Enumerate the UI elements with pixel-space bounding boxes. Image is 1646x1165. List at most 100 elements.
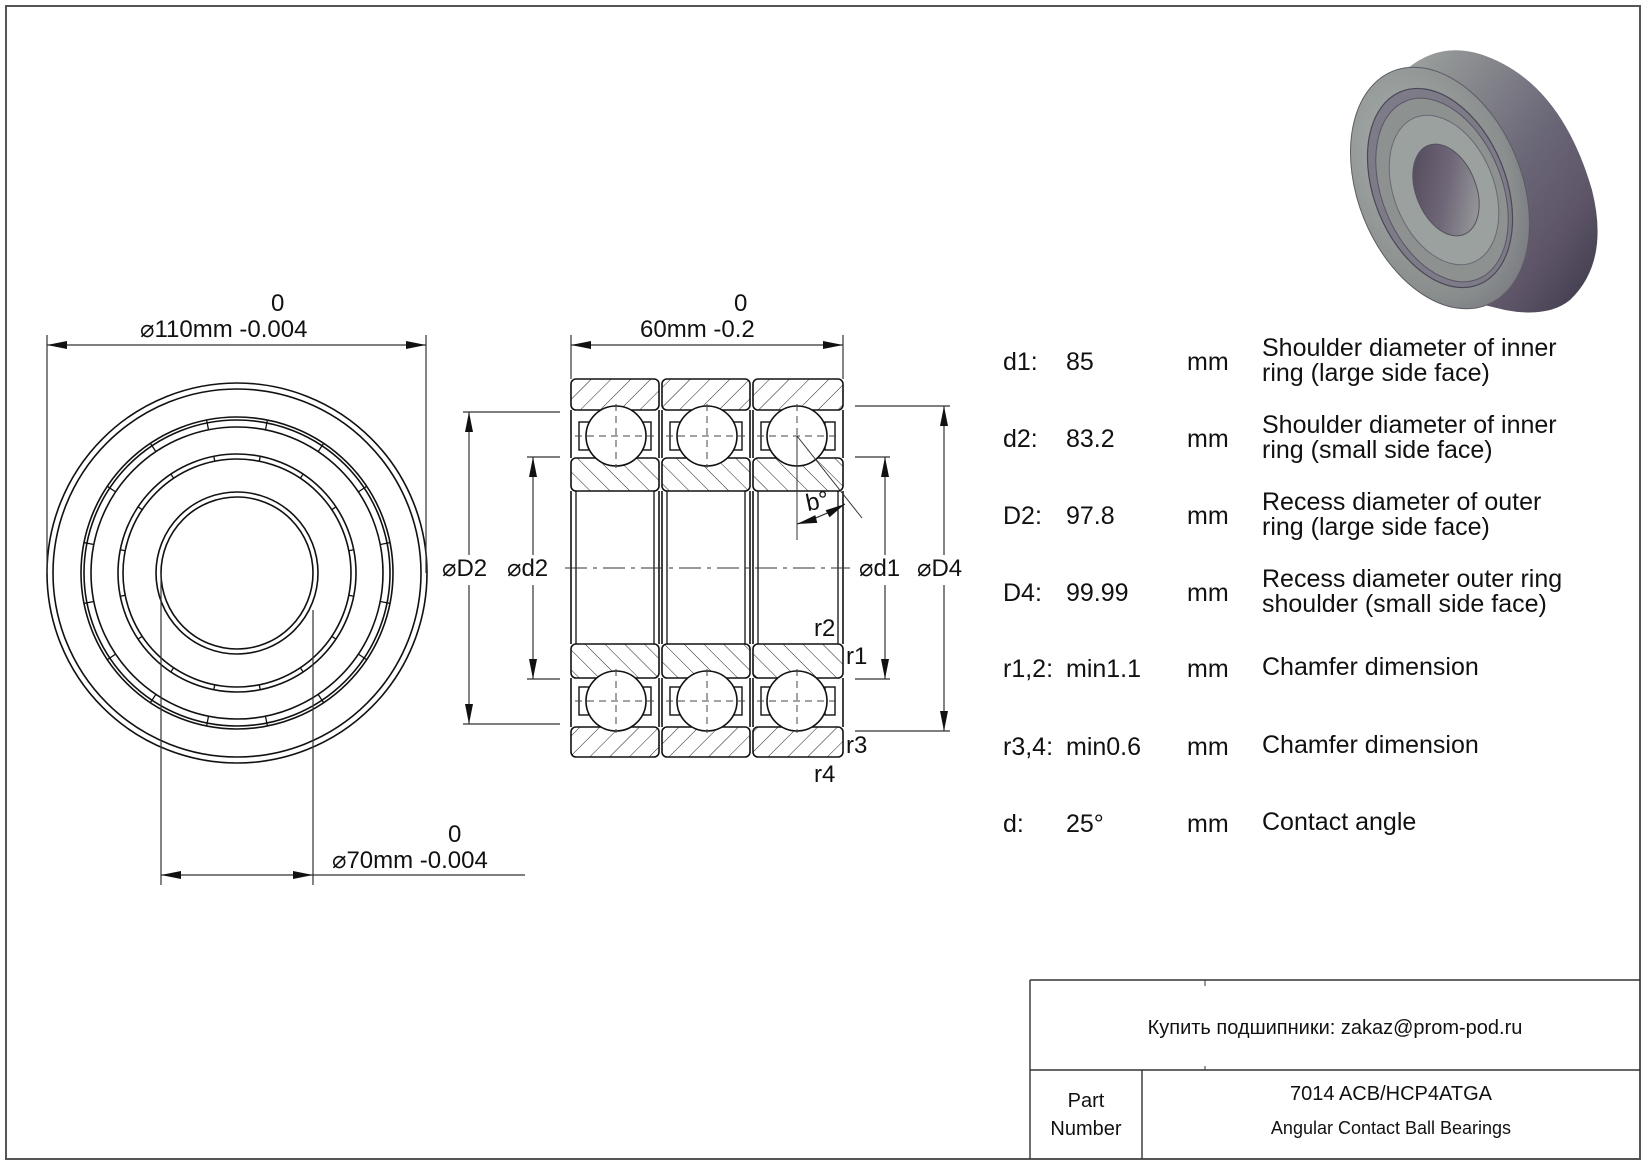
spec-key: D4: <box>1003 579 1042 607</box>
section-dimensions <box>463 335 950 732</box>
cage-pocket-tick <box>213 684 216 690</box>
cage-pocket-tick <box>170 473 175 479</box>
inner-ring-bore-chamfer <box>155 491 319 655</box>
d1-label: ⌀d1 <box>859 555 901 582</box>
spec-unit: mm <box>1187 425 1229 453</box>
part-label-line2: Number <box>1050 1118 1122 1140</box>
cage-pocket-tick <box>380 541 391 546</box>
width-dim-tolerance: 0 <box>734 290 748 317</box>
cage-pocket-tick <box>380 600 391 605</box>
r4-label: r4 <box>814 761 836 788</box>
diameter-symbol-icon: ⌀ <box>442 555 457 582</box>
spec-key: r1,2: <box>1003 655 1054 683</box>
inner-ring-shoulder <box>122 458 352 688</box>
contact-angle-line <box>796 435 863 519</box>
title-block <box>1029 979 1640 1159</box>
spec-key: d1: <box>1003 348 1038 376</box>
d2-text: d2 <box>521 555 549 582</box>
r2-label: r2 <box>814 615 836 642</box>
contact-angle-arc <box>796 503 846 525</box>
cage-inner <box>117 453 357 693</box>
cage-pocket-tick <box>149 694 157 704</box>
cage-pocket-tick <box>331 506 337 511</box>
spec-unit: mm <box>1187 502 1229 530</box>
spec-desc-line2: ring (large side face) <box>1262 513 1490 541</box>
d2-label: ⌀d2 <box>507 555 549 582</box>
front-dimensions <box>46 335 525 885</box>
cage-pocket-tick <box>106 653 116 661</box>
spec-value: 97.8 <box>1066 502 1115 530</box>
cage-pocket-tick <box>317 694 325 704</box>
d1-text: d1 <box>873 555 901 582</box>
spec-value: min1.1 <box>1066 655 1142 683</box>
spec-key: d: <box>1003 810 1024 838</box>
spec-unit: mm <box>1187 579 1229 607</box>
contact-angle-label: b° <box>803 485 832 518</box>
spec-desc-line1: Recess diameter outer ring <box>1262 565 1563 593</box>
outer-ring-shoulder-2 <box>83 419 391 727</box>
spec-desc-line2: ring (large side face) <box>1262 359 1490 387</box>
spec-desc: Contact angle <box>1262 808 1417 836</box>
cage-pocket-tick <box>170 667 175 673</box>
outer-dim-tolerance: 0 <box>271 290 285 317</box>
D4-label: ⌀D4 <box>917 555 963 582</box>
part-type: Angular Contact Ball Bearings <box>1270 1118 1512 1138</box>
spec-desc-line2: shoulder (small side face) <box>1262 590 1547 618</box>
outer-ring-chamfer <box>52 388 422 758</box>
diameter-symbol-icon: ⌀ <box>507 555 522 582</box>
cage-pocket-tick <box>258 456 261 462</box>
spec-value: min0.6 <box>1066 733 1142 761</box>
cage-pocket-tick <box>106 485 116 493</box>
spec-desc: Chamfer dimension <box>1262 653 1479 681</box>
part-label-line1: Part <box>1067 1090 1105 1112</box>
drawing-frame <box>5 5 1641 1160</box>
cage-pocket-tick <box>205 419 210 430</box>
cage-outer <box>90 426 384 720</box>
contact-text: Купить подшипники: zakaz@prom-pod.ru <box>1147 1017 1523 1039</box>
width-dim-label: 60mm -0.2 <box>640 316 755 343</box>
cage-pocket-tick <box>137 635 143 640</box>
cage-pocket-tick <box>83 541 94 546</box>
spec-desc-line2: ring (small side face) <box>1262 436 1493 464</box>
spec-desc-line1: Shoulder diameter of inner <box>1262 334 1557 362</box>
outer-dim-label: 110mm -0.004 <box>154 316 308 343</box>
cage-pocket-tick <box>317 442 325 452</box>
cage-pocket-tick <box>83 600 94 605</box>
cage-pocket-tick <box>120 549 126 552</box>
cage-pocket-tick <box>299 667 304 673</box>
bore-dim-text: ⌀70mm -0.004 <box>332 849 488 873</box>
cage-pocket-tick <box>213 456 216 462</box>
spec-key: D2: <box>1003 502 1042 530</box>
spec-key: d2: <box>1003 425 1038 453</box>
section-view <box>565 378 850 758</box>
cage-pocket-tick <box>348 594 354 597</box>
cage-pocket-tick <box>348 549 354 552</box>
cage-pocket-tick <box>205 716 210 727</box>
outer-ring-edge <box>46 382 428 764</box>
cage-pockets <box>83 419 391 727</box>
spec-unit: mm <box>1187 655 1229 683</box>
diameter-symbol-icon: ⌀ <box>140 316 155 343</box>
front-view <box>46 382 428 764</box>
D4-text: D4 <box>931 555 963 582</box>
D2-text: D2 <box>456 555 488 582</box>
cage-pocket-tick <box>331 635 337 640</box>
spec-unit: mm <box>1187 810 1229 838</box>
bore-dim-tolerance: 0 <box>448 821 462 848</box>
spec-value: 99.99 <box>1066 579 1129 607</box>
outer-dim-text: ⌀110mm -0.004 <box>140 318 307 342</box>
spec-key: r3,4: <box>1003 733 1054 761</box>
spec-desc: Chamfer dimension <box>1262 731 1479 759</box>
spec-value: 25° <box>1066 810 1104 838</box>
r3-label: r3 <box>846 732 868 759</box>
diameter-symbol-icon: ⌀ <box>917 555 932 582</box>
spec-value: 83.2 <box>1066 425 1115 453</box>
diameter-symbol-icon: ⌀ <box>332 847 347 874</box>
r1-label: r1 <box>846 643 868 670</box>
outer-ring-shoulder <box>80 416 394 730</box>
D2-label: ⌀D2 <box>442 555 488 582</box>
bore-dim-label: 70mm -0.004 <box>346 847 488 874</box>
cage-pocket-tick <box>137 506 143 511</box>
diameter-symbol-icon: ⌀ <box>859 555 874 582</box>
cage-pocket-tick <box>120 594 126 597</box>
